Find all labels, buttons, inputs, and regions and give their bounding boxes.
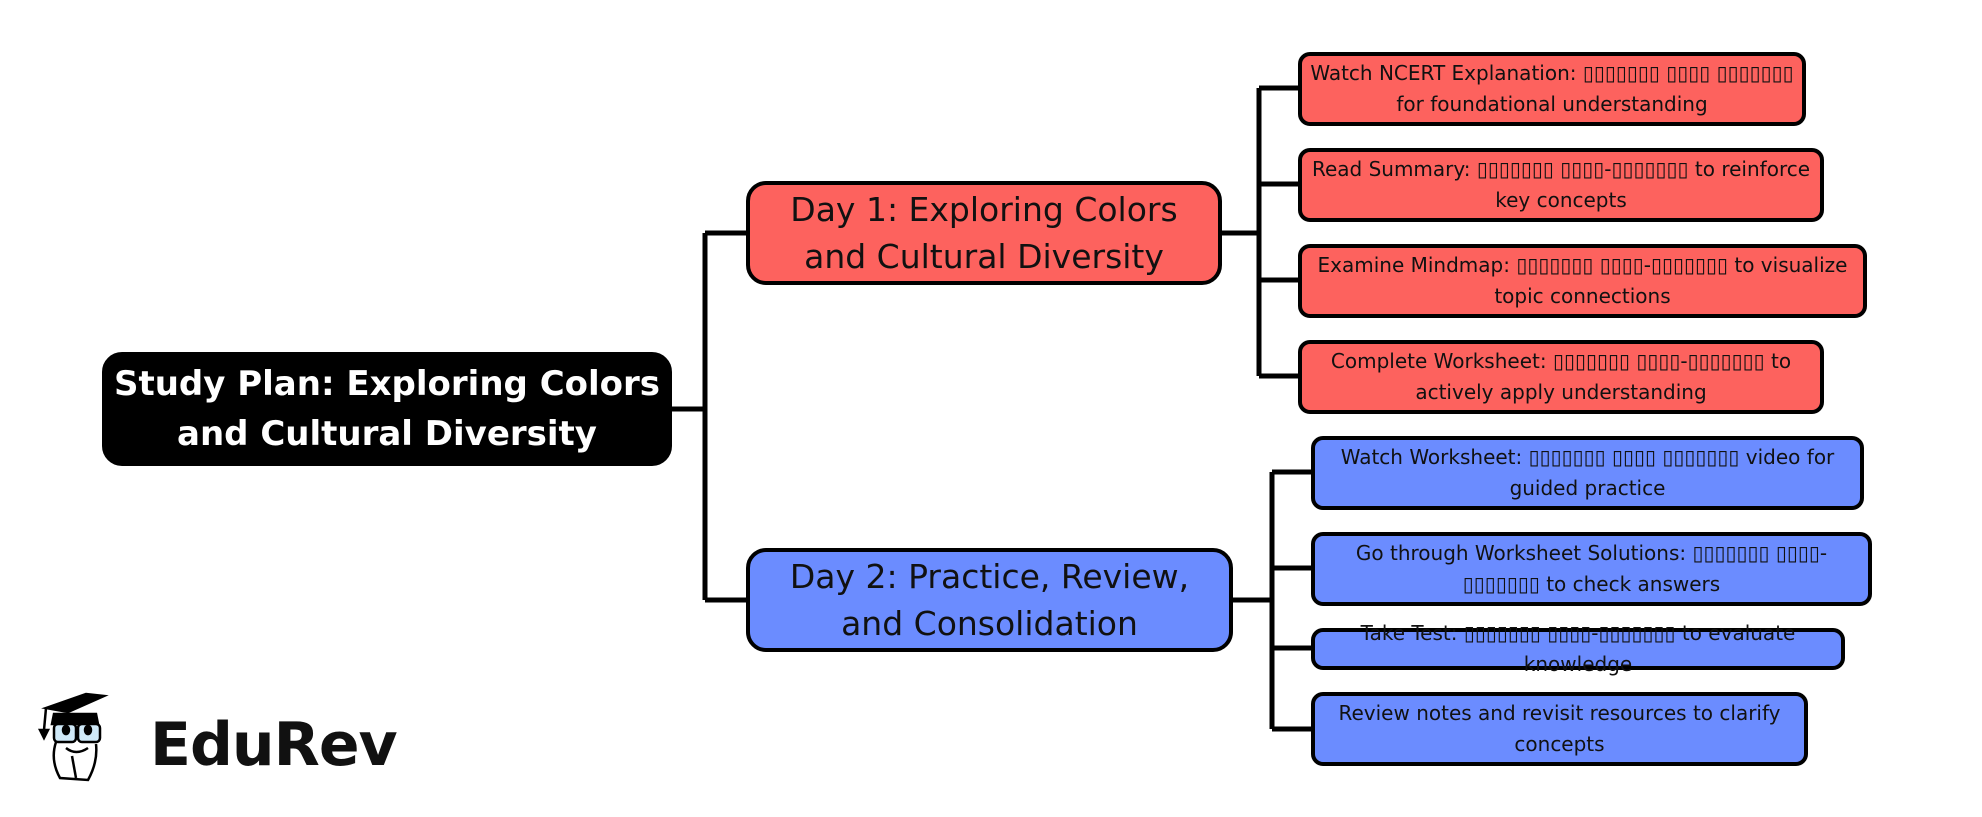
day-1-node: Day 1: Exploring Colors and Cultural Div…: [746, 181, 1222, 285]
day-2-item-3: Take Test: ▯▯▯▯▯▯▯ ▯▯▯▯-▯▯▯▯▯▯▯ to evalu…: [1311, 621, 1845, 676]
day-2-item-2-label: Go through Worksheet Solutions: ▯▯▯▯▯▯▯ …: [1355, 541, 1828, 596]
root-label: Study Plan: Exploring Colors and Cultura…: [113, 364, 661, 454]
day-1-item-3-label: Examine Mindmap: ▯▯▯▯▯▯▯ ▯▯▯▯-▯▯▯▯▯▯▯ to…: [1317, 253, 1848, 308]
day-1-item-4: Complete Worksheet: ▯▯▯▯▯▯▯ ▯▯▯▯-▯▯▯▯▯▯▯…: [1298, 340, 1824, 414]
day-1-item-1: Watch NCERT Explanation: ▯▯▯▯▯▯▯ ▯▯▯▯ ▯▯…: [1298, 52, 1806, 126]
day-1-item-2-label: Read Summary: ▯▯▯▯▯▯▯ ▯▯▯▯-▯▯▯▯▯▯▯ to re…: [1311, 157, 1811, 212]
day-2-node: Day 2: Practice, Review, and Consolidati…: [746, 548, 1233, 652]
graduation-cap-student-icon: [37, 692, 109, 782]
day-1-item-3: Examine Mindmap: ▯▯▯▯▯▯▯ ▯▯▯▯-▯▯▯▯▯▯▯ to…: [1298, 244, 1867, 318]
day-1-item-1-label: Watch NCERT Explanation: ▯▯▯▯▯▯▯ ▯▯▯▯ ▯▯…: [1310, 61, 1794, 116]
day-2-item-1: Watch Worksheet: ▯▯▯▯▯▯▯ ▯▯▯▯ ▯▯▯▯▯▯▯ vi…: [1311, 436, 1864, 510]
day-2-label: Day 2: Practice, Review, and Consolidati…: [789, 557, 1190, 643]
day-1-label: Day 1: Exploring Colors and Cultural Div…: [790, 190, 1178, 276]
day-2-item-4-label: Review notes and revisit resources to cl…: [1338, 701, 1781, 756]
day-2-item-1-label: Watch Worksheet: ▯▯▯▯▯▯▯ ▯▯▯▯ ▯▯▯▯▯▯▯ vi…: [1340, 445, 1835, 500]
day-1-item-2: Read Summary: ▯▯▯▯▯▯▯ ▯▯▯▯-▯▯▯▯▯▯▯ to re…: [1298, 148, 1824, 222]
root-node: Study Plan: Exploring Colors and Cultura…: [102, 352, 672, 466]
edurev-logo-text: EduRev: [150, 710, 398, 780]
day-2-item-2: Go through Worksheet Solutions: ▯▯▯▯▯▯▯ …: [1311, 532, 1872, 606]
day-2-item-4: Review notes and revisit resources to cl…: [1311, 692, 1808, 766]
day-2-item-3-label: Take Test: ▯▯▯▯▯▯▯ ▯▯▯▯-▯▯▯▯▯▯▯ to evalu…: [1360, 621, 1796, 676]
day-1-item-4-label: Complete Worksheet: ▯▯▯▯▯▯▯ ▯▯▯▯-▯▯▯▯▯▯▯…: [1330, 349, 1792, 404]
